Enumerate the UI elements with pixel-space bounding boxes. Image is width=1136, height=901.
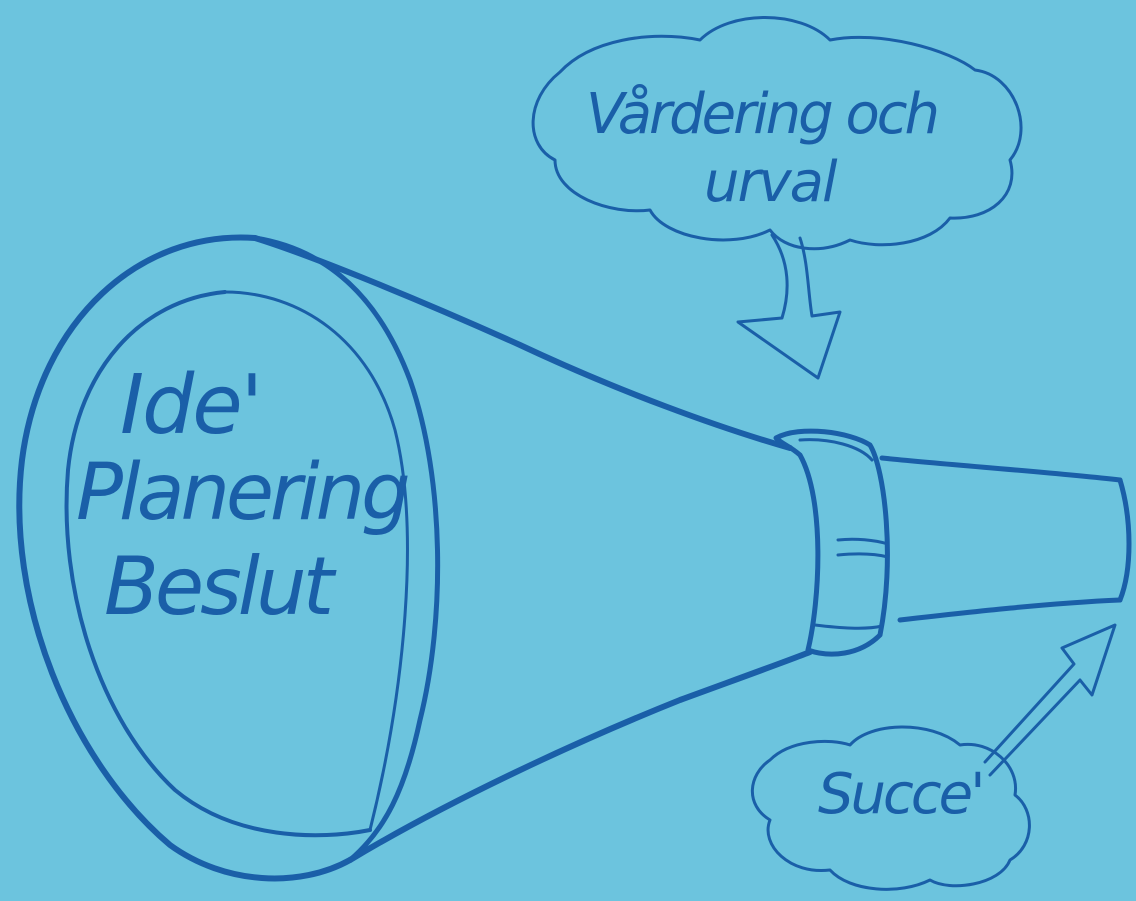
funnel-ring-band-mid2	[838, 554, 888, 557]
funnel-spout-end	[1120, 480, 1129, 600]
evaluation-label-line2: urval	[704, 150, 836, 215]
funnel-ring-band-mid	[838, 539, 888, 544]
funnel-spout-bottom	[900, 600, 1120, 620]
evaluation-label-line1: Vårdering och	[586, 82, 937, 147]
funnel-spout-top	[882, 458, 1120, 480]
funnel-bottom-edge	[350, 652, 810, 860]
idea-label: Ide'	[120, 358, 261, 453]
funnel-ring-band-bottom	[815, 625, 882, 628]
up-right-arrow	[985, 625, 1115, 775]
decision-label: Beslut	[104, 540, 330, 633]
funnel-ring	[776, 431, 887, 654]
down-arrow	[738, 235, 840, 378]
success-label: Succe'	[818, 762, 982, 827]
planning-label: Planering	[76, 448, 407, 538]
funnel-top-edge	[255, 238, 790, 448]
